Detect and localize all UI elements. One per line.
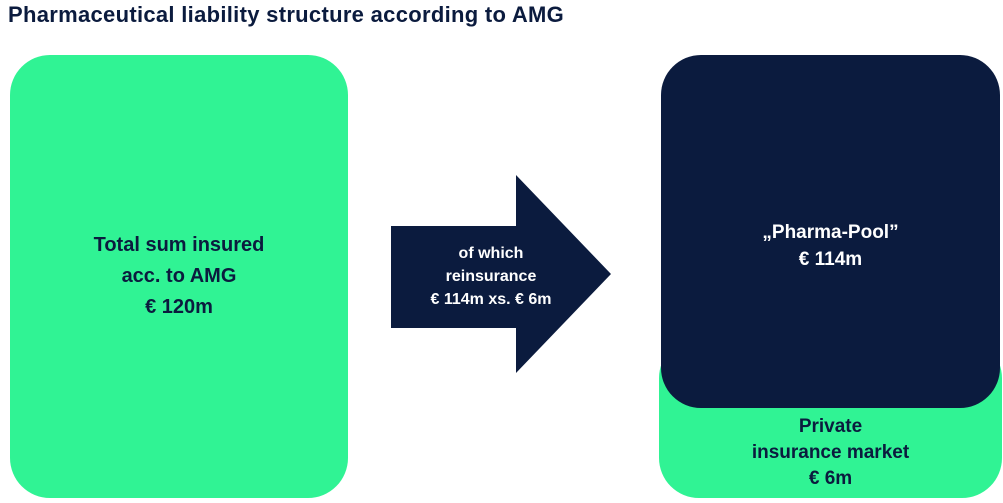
total-sum-line-2: acc. to AMG	[121, 265, 237, 287]
reinsurance-line-1: of which	[458, 245, 524, 262]
page-title: Pharmaceutical liability structure accor…	[8, 2, 565, 27]
private-market-line-1: Private	[798, 416, 863, 437]
private-market-line-3: € 6m	[808, 468, 853, 489]
arrow-right-icon	[516, 175, 611, 373]
total-sum-box-text: Total sum insured acc. to AMG € 120m	[94, 230, 265, 323]
private-market-line-2: insurance market	[751, 442, 910, 463]
reinsurance-arrow: of which reinsurance € 114m xs. € 6m	[391, 175, 611, 373]
arrow-shaft	[391, 226, 517, 328]
reinsurance-line-2: reinsurance	[445, 268, 537, 285]
total-sum-line-3: € 120m	[145, 296, 213, 318]
total-sum-box: Total sum insured acc. to AMG € 120m	[10, 55, 348, 498]
reinsurance-arrow-text: of which reinsurance € 114m xs. € 6m	[391, 242, 591, 311]
reinsurance-line-3: € 114m xs. € 6m	[430, 291, 552, 308]
private-market-box-text: Private insurance market € 6m	[659, 414, 1002, 492]
pharma-pool-line-2: € 114m	[798, 248, 863, 270]
total-sum-line-1: Total sum insured	[93, 234, 265, 256]
pharma-pool-line-1: „Pharma-Pool”	[762, 221, 899, 243]
pharma-pool-box-text: „Pharma-Pool” € 114m	[762, 219, 898, 273]
pharma-pool-box: „Pharma-Pool” € 114m	[661, 55, 1000, 408]
